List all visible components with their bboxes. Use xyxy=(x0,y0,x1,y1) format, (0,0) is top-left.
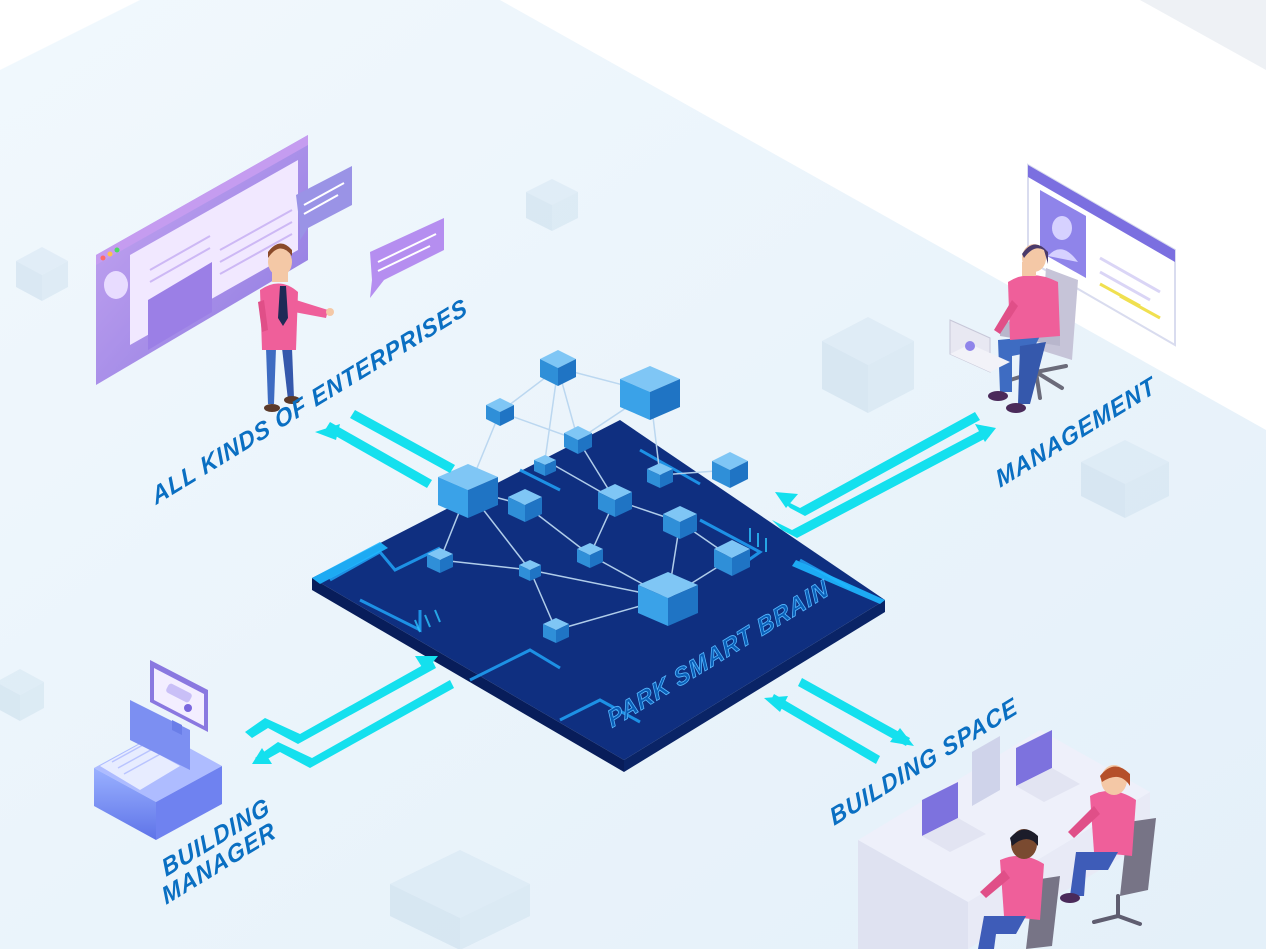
arrow-to-building-manager xyxy=(245,656,454,768)
arrow-to-management xyxy=(772,412,996,538)
background-cubes xyxy=(0,179,1169,949)
arrow-to-building-space xyxy=(764,678,914,764)
arrows xyxy=(245,410,996,768)
seated-manager-icon xyxy=(949,244,1078,413)
profile-card-icon xyxy=(1027,163,1176,347)
arrow-to-enterprises xyxy=(315,410,455,488)
presenter-icon xyxy=(258,243,334,412)
kiosk-terminal-icon xyxy=(94,660,222,840)
network-cubes xyxy=(427,350,750,643)
office-workers-icon xyxy=(858,730,1156,949)
floor-edge xyxy=(1140,0,1266,70)
web-browser-panel-icon xyxy=(96,135,308,385)
chat-bubble-icon xyxy=(296,166,444,298)
